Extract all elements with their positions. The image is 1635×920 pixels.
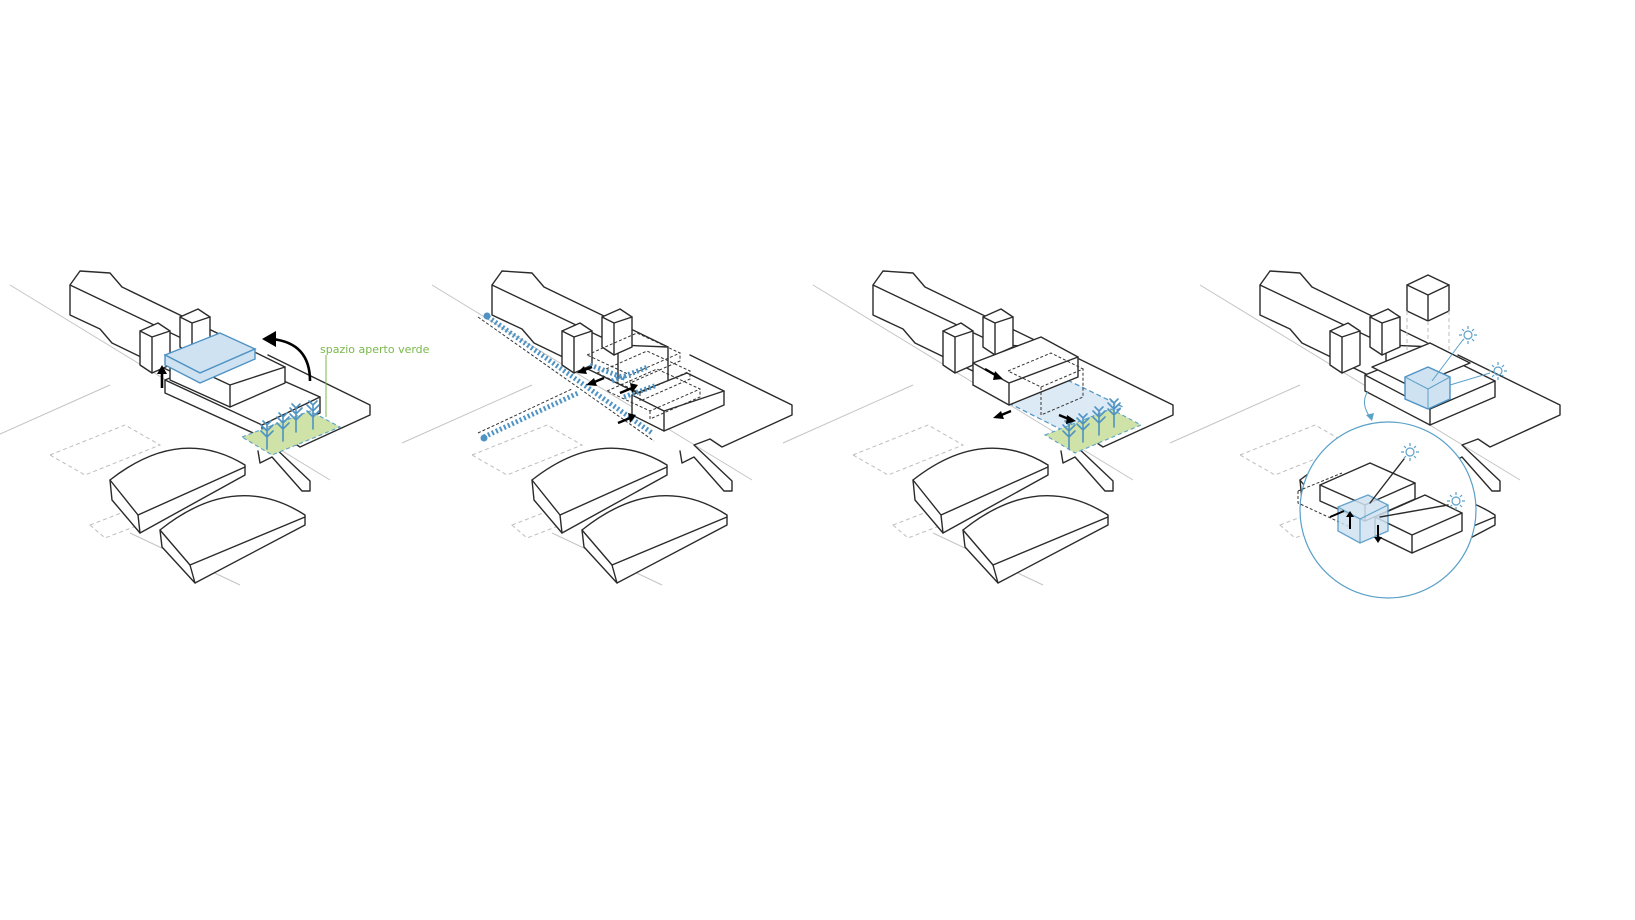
detail-zoom-circle	[1297, 421, 1477, 599]
green-space-label: spazio aperto verde	[320, 343, 430, 356]
panel-1: spazio aperto verde	[0, 270, 430, 586]
panel-2	[401, 270, 793, 586]
atrium-cube	[1404, 366, 1451, 410]
panel-3	[782, 270, 1174, 586]
flow-path-1	[486, 314, 654, 436]
panel-4	[1169, 270, 1561, 599]
arrow-icon	[577, 365, 638, 425]
curved-arrow-icon	[262, 331, 312, 382]
arrow-up-icon	[157, 365, 167, 388]
arrow-icon	[984, 367, 1076, 424]
